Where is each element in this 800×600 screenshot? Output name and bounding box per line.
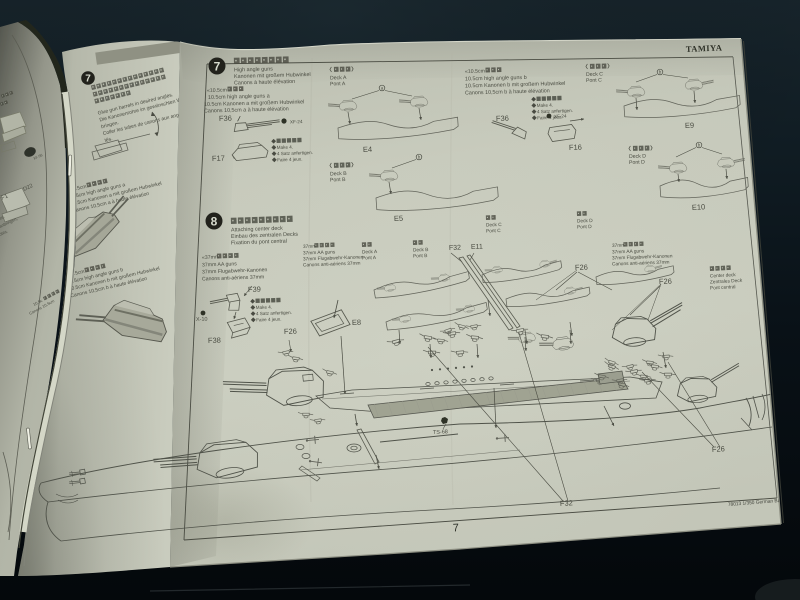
svg-text:Pont C: Pont C	[586, 78, 602, 84]
svg-text:TAMIYA: TAMIYA	[686, 42, 723, 54]
svg-text:b: b	[659, 70, 662, 75]
svg-text:F36: F36	[496, 114, 509, 123]
svg-text:Canons 10,5cm b à haute élévat: Canons 10,5cm b à haute élévation	[465, 88, 550, 96]
svg-text:E8: E8	[352, 318, 361, 327]
svg-text:Kanonen mit großem Hubwinkel: Kanonen mit großem Hubwinkel	[234, 72, 311, 80]
svg-text:Pont B: Pont B	[330, 177, 346, 184]
svg-text:37mm Flugabwehr-Kanonen: 37mm Flugabwehr-Kanonen	[612, 253, 673, 261]
svg-text:F16: F16	[569, 143, 582, 152]
svg-text:37mm AA guns: 37mm AA guns	[303, 249, 336, 256]
svg-text:X-10: X-10	[196, 317, 208, 323]
svg-text:8: 8	[211, 214, 218, 228]
svg-text:Deck A: Deck A	[330, 75, 347, 81]
svg-text:ss.: ss.	[0, 214, 5, 221]
svg-text:High angle guns: High angle guns	[234, 66, 273, 73]
svg-text:4 Satz anfertigen.: 4 Satz anfertigen.	[537, 108, 573, 114]
svg-text:Deck C: Deck C	[586, 72, 603, 78]
svg-text:Deck B: Deck B	[413, 247, 429, 254]
svg-text:Canons anti-aériens 37mm: Canons anti-aériens 37mm	[202, 274, 264, 282]
svg-text:Canons 10,5cm a à haute élévat: Canons 10,5cm a à haute élévation	[204, 106, 289, 114]
svg-text:37mm Flugabwehr-Kanonen: 37mm Flugabwehr-Kanonen	[202, 267, 268, 275]
svg-text:F17: F17	[212, 154, 225, 163]
svg-text:Pont C: Pont C	[486, 228, 501, 235]
svg-text:10.5c: 10.5c	[32, 298, 43, 307]
svg-text:4 Satz anfertigen.: 4 Satz anfertigen.	[277, 150, 313, 156]
svg-text:XF-24: XF-24	[290, 119, 303, 124]
svg-text:37mm: 37mm	[612, 243, 626, 249]
svg-text:E5: E5	[394, 214, 403, 223]
svg-text:Deck D: Deck D	[629, 154, 646, 160]
svg-text:D22: D22	[22, 183, 34, 193]
svg-text:Canons à haute élévation: Canons à haute élévation	[234, 79, 295, 87]
svg-text:F38: F38	[208, 336, 221, 345]
svg-text:Attaching center deck: Attaching center deck	[231, 226, 283, 234]
svg-text:Make 4.: Make 4.	[256, 304, 273, 310]
svg-text:«10.5cm: «10.5cm	[207, 87, 227, 94]
svg-text:F32: F32	[560, 498, 573, 508]
svg-text:F26: F26	[575, 263, 588, 272]
svg-text:Deck B: Deck B	[330, 171, 347, 178]
svg-text:Einbau des zentralen Decks: Einbau des zentralen Decks	[231, 232, 299, 240]
svg-text:Deck C: Deck C	[486, 222, 502, 229]
svg-text:10.5cm Kanonen a mit großem Hu: 10.5cm Kanonen a mit großem Hubwinkel	[204, 99, 304, 108]
svg-text:Make 4.: Make 4.	[537, 102, 554, 108]
svg-text:F26: F26	[284, 327, 297, 336]
svg-text:a: a	[381, 86, 384, 91]
svg-text:«10.5cm: «10.5cm	[67, 184, 87, 194]
svg-text:«37mm: «37mm	[202, 254, 220, 261]
svg-text:Faire 4 jeux.: Faire 4 jeux.	[277, 157, 302, 163]
svg-text:Pont central: Pont central	[710, 284, 736, 291]
svg-text:TS-68: TS-68	[433, 429, 448, 436]
svg-text:E9: E9	[685, 121, 694, 130]
svg-text:F26: F26	[712, 444, 725, 454]
svg-text:tés.: tés.	[104, 136, 113, 144]
svg-text:Faire 4 jeux.: Faire 4 jeux.	[256, 317, 281, 323]
svg-text:Pont A: Pont A	[330, 81, 346, 87]
svg-text:37mm: 37mm	[303, 244, 317, 250]
svg-text:7: 7	[214, 59, 221, 73]
svg-text:10.5cm high angle guns b: 10.5cm high angle guns b	[465, 75, 527, 83]
svg-text:Center deck: Center deck	[710, 272, 737, 279]
svg-text:7: 7	[453, 522, 460, 534]
svg-text:F26: F26	[659, 277, 672, 286]
svg-text:«10.5cm: «10.5cm	[65, 269, 85, 279]
svg-text:10.5cm Kanonen b mit großem Hu: 10.5cm Kanonen b mit großem Hubwinkel	[465, 81, 565, 90]
svg-text:«10.5cm: «10.5cm	[465, 68, 485, 75]
svg-text:37mm Flugabwehr-Kanonen: 37mm Flugabwehr-Kanonen	[303, 254, 364, 262]
svg-text:4 Satz anfertigen.: 4 Satz anfertigen.	[256, 310, 292, 316]
svg-text:Canons anti-aériens 37mm: Canons anti-aériens 37mm	[303, 260, 361, 268]
svg-text:E10: E10	[692, 202, 706, 212]
svg-text:78013 1/350 German Bat: 78013 1/350 German Bat	[728, 498, 783, 508]
svg-text:E11: E11	[471, 244, 483, 251]
svg-text:bringen.: bringen.	[101, 120, 120, 130]
svg-text:b: b	[698, 143, 701, 148]
svg-text:XF-56: XF-56	[33, 153, 44, 161]
svg-text:Pont D: Pont D	[629, 160, 645, 166]
svg-text:Pont A: Pont A	[362, 255, 377, 262]
svg-text:7: 7	[85, 74, 91, 85]
svg-text:XF-24: XF-24	[554, 114, 567, 119]
svg-text:F32: F32	[449, 245, 461, 252]
svg-text:E4: E4	[363, 145, 372, 154]
svg-text:F39: F39	[248, 285, 261, 294]
svg-text:Pont D: Pont D	[577, 224, 592, 231]
svg-text:b: b	[418, 155, 421, 160]
svg-text:Make 4.: Make 4.	[277, 144, 294, 150]
svg-text:Pont B: Pont B	[413, 253, 428, 259]
svg-text:Canons anti-aériens 37mm: Canons anti-aériens 37mm	[612, 259, 670, 267]
svg-text:37mm AA guns: 37mm AA guns	[202, 261, 237, 268]
svg-text:37mm AA guns: 37mm AA guns	[612, 248, 645, 255]
svg-text:F1: F1	[0, 193, 9, 202]
svg-text:Deck A: Deck A	[362, 249, 378, 256]
svg-text:Zentrales Deck: Zentrales Deck	[710, 278, 743, 286]
svg-text:ôtés.: ôtés.	[0, 229, 9, 237]
svg-text:Fixation du pont central: Fixation du pont central	[231, 239, 287, 247]
svg-text:10.5cm high angle guns a: 10.5cm high angle guns a	[208, 93, 270, 101]
svg-text:Deck D: Deck D	[577, 218, 593, 225]
svg-text:F36: F36	[219, 114, 232, 123]
